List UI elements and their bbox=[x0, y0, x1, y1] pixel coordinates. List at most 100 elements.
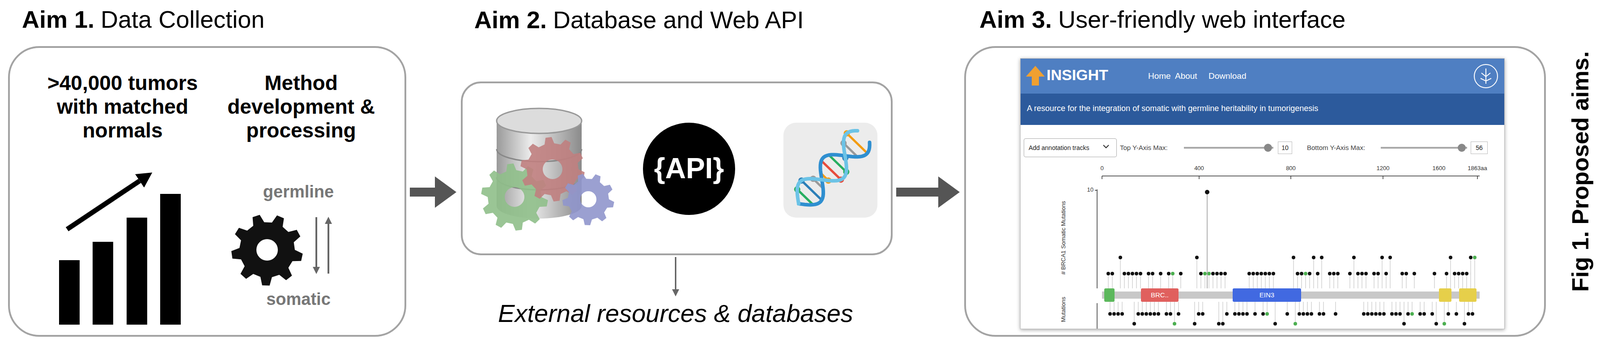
aim-panel: Aim 3.User-friendly web interfaceINSIGHT… bbox=[964, 46, 1546, 337]
api-label: {API} bbox=[642, 152, 736, 186]
mutation-dot bbox=[1422, 311, 1426, 316]
resource-label: External resources & databases bbox=[497, 298, 854, 328]
lollipop-stem bbox=[1414, 273, 1415, 289]
chart-bar bbox=[59, 259, 80, 325]
mutation-dot bbox=[1148, 311, 1153, 316]
lollipop-stem bbox=[1404, 301, 1405, 324]
aim-panel: Aim 1.Data Collection>40,000 tumors with… bbox=[8, 46, 407, 337]
mutation-dot bbox=[1265, 311, 1269, 316]
axis-tick-mark bbox=[1476, 175, 1478, 179]
y-axis bbox=[1096, 302, 1098, 329]
mutation-dot bbox=[1380, 255, 1384, 260]
aim-panel: Aim 2.Database and Web API{API} bbox=[460, 81, 893, 256]
lollipop-stem bbox=[1458, 273, 1460, 289]
mutation-dot bbox=[1321, 311, 1326, 316]
lollipop-stem bbox=[1154, 301, 1155, 314]
mutation-dot bbox=[1456, 271, 1461, 276]
mutation-dot bbox=[1106, 271, 1111, 276]
lollipop-stem bbox=[1265, 273, 1266, 289]
mutation-dot bbox=[1241, 311, 1245, 316]
axis-tick-mark bbox=[1290, 175, 1292, 179]
axis-tick: 10 bbox=[1087, 186, 1094, 194]
header-bar bbox=[1020, 58, 1505, 94]
input-value: 10 bbox=[1278, 144, 1292, 152]
mutation-dot bbox=[1271, 271, 1276, 276]
lollipop-stem bbox=[1136, 273, 1137, 289]
lollipop-stem bbox=[1150, 301, 1151, 314]
nav-link: About bbox=[1174, 71, 1198, 81]
axis-title: Mutations bbox=[1060, 296, 1068, 322]
lollipop-stem bbox=[1349, 273, 1351, 289]
lollipop-stem bbox=[1221, 273, 1222, 289]
mutation-dot bbox=[1116, 311, 1120, 316]
mutation-dot bbox=[1466, 311, 1471, 316]
lollipop-stem bbox=[1299, 301, 1300, 314]
mutation-dot bbox=[1412, 271, 1417, 276]
mutation-dot bbox=[1348, 271, 1352, 276]
mutation-dot bbox=[1223, 271, 1227, 276]
lollipop-stem bbox=[1309, 273, 1311, 289]
lollipop-stem bbox=[1114, 301, 1115, 314]
mutation-dot bbox=[1410, 311, 1414, 316]
figure-caption: Fig 1. Proposed aims. bbox=[1567, 51, 1595, 292]
lollipop-stem bbox=[1158, 301, 1159, 314]
lollipop-stem bbox=[1148, 273, 1149, 289]
lollipop-stem bbox=[1208, 273, 1210, 289]
mutation-dot bbox=[1327, 271, 1332, 276]
lollipop-stem bbox=[1217, 273, 1218, 289]
lollipop-stem bbox=[1335, 301, 1337, 314]
lollipop-stem bbox=[1408, 301, 1409, 314]
lollipop-stem bbox=[1122, 301, 1123, 314]
axis-tick: 1600 bbox=[1432, 165, 1446, 172]
mutation-dot bbox=[1122, 271, 1127, 276]
method-text: Method development & processing bbox=[220, 71, 382, 143]
lollipop-stem bbox=[1128, 273, 1129, 289]
lollipop-stem bbox=[1406, 273, 1407, 289]
lollipop-stem bbox=[1333, 273, 1335, 289]
lollipop-stem bbox=[1222, 301, 1224, 324]
aim-number: Aim 3. bbox=[979, 5, 1052, 34]
dropdown: Add annotation tracks bbox=[1023, 138, 1117, 158]
logo-circle bbox=[1474, 64, 1498, 88]
somatic-label: somatic bbox=[244, 289, 353, 310]
lollipop-stem bbox=[1329, 273, 1331, 289]
lollipop-stem bbox=[1436, 301, 1437, 324]
mutation-dot bbox=[1211, 271, 1215, 276]
slider-knob bbox=[1457, 143, 1466, 152]
mutation-dot bbox=[1138, 271, 1143, 276]
mutation-dot bbox=[1319, 255, 1324, 260]
mutation-dot bbox=[1361, 311, 1366, 316]
mutation-dot bbox=[1140, 311, 1145, 316]
mutation-dot bbox=[1215, 271, 1219, 276]
app-title: INSIGHT bbox=[1046, 66, 1109, 84]
mutation-dot bbox=[1460, 271, 1465, 276]
dna-strand bbox=[798, 142, 870, 205]
mutation-dot bbox=[1293, 321, 1298, 326]
chart-bar bbox=[92, 241, 114, 325]
lollipop-stem bbox=[1363, 301, 1365, 314]
mutation-dot bbox=[1360, 271, 1364, 276]
mutation-dot bbox=[1136, 311, 1141, 316]
app-screenshot: INSIGHTHomeAboutDownloadA resource for t… bbox=[1020, 58, 1505, 329]
mutation-dot bbox=[1430, 311, 1435, 316]
mutation-dot bbox=[1468, 255, 1473, 260]
mutation-dot bbox=[1251, 271, 1256, 276]
mutation-dot bbox=[1237, 311, 1241, 316]
mutation-dot bbox=[1291, 255, 1296, 260]
mutation-dot bbox=[1472, 255, 1477, 260]
mutation-dot bbox=[1150, 271, 1155, 276]
lollipop-stem bbox=[1273, 273, 1274, 289]
lollipop-stem bbox=[1305, 273, 1307, 289]
mutation-dot bbox=[1454, 311, 1459, 316]
axis-tick-mark bbox=[1101, 175, 1103, 179]
lollipop-stem bbox=[1464, 301, 1465, 324]
dropdown-chevron bbox=[1103, 144, 1109, 148]
mutation-dot bbox=[1255, 271, 1260, 276]
lollipop-stem bbox=[1212, 273, 1214, 289]
mutation-dot bbox=[1126, 271, 1131, 276]
lollipop-stem bbox=[1462, 273, 1464, 289]
mutation-dot bbox=[1285, 311, 1290, 316]
mutation-dot bbox=[1406, 311, 1410, 316]
lollipop-stem bbox=[1255, 301, 1256, 314]
mutation-dot bbox=[1273, 321, 1277, 326]
